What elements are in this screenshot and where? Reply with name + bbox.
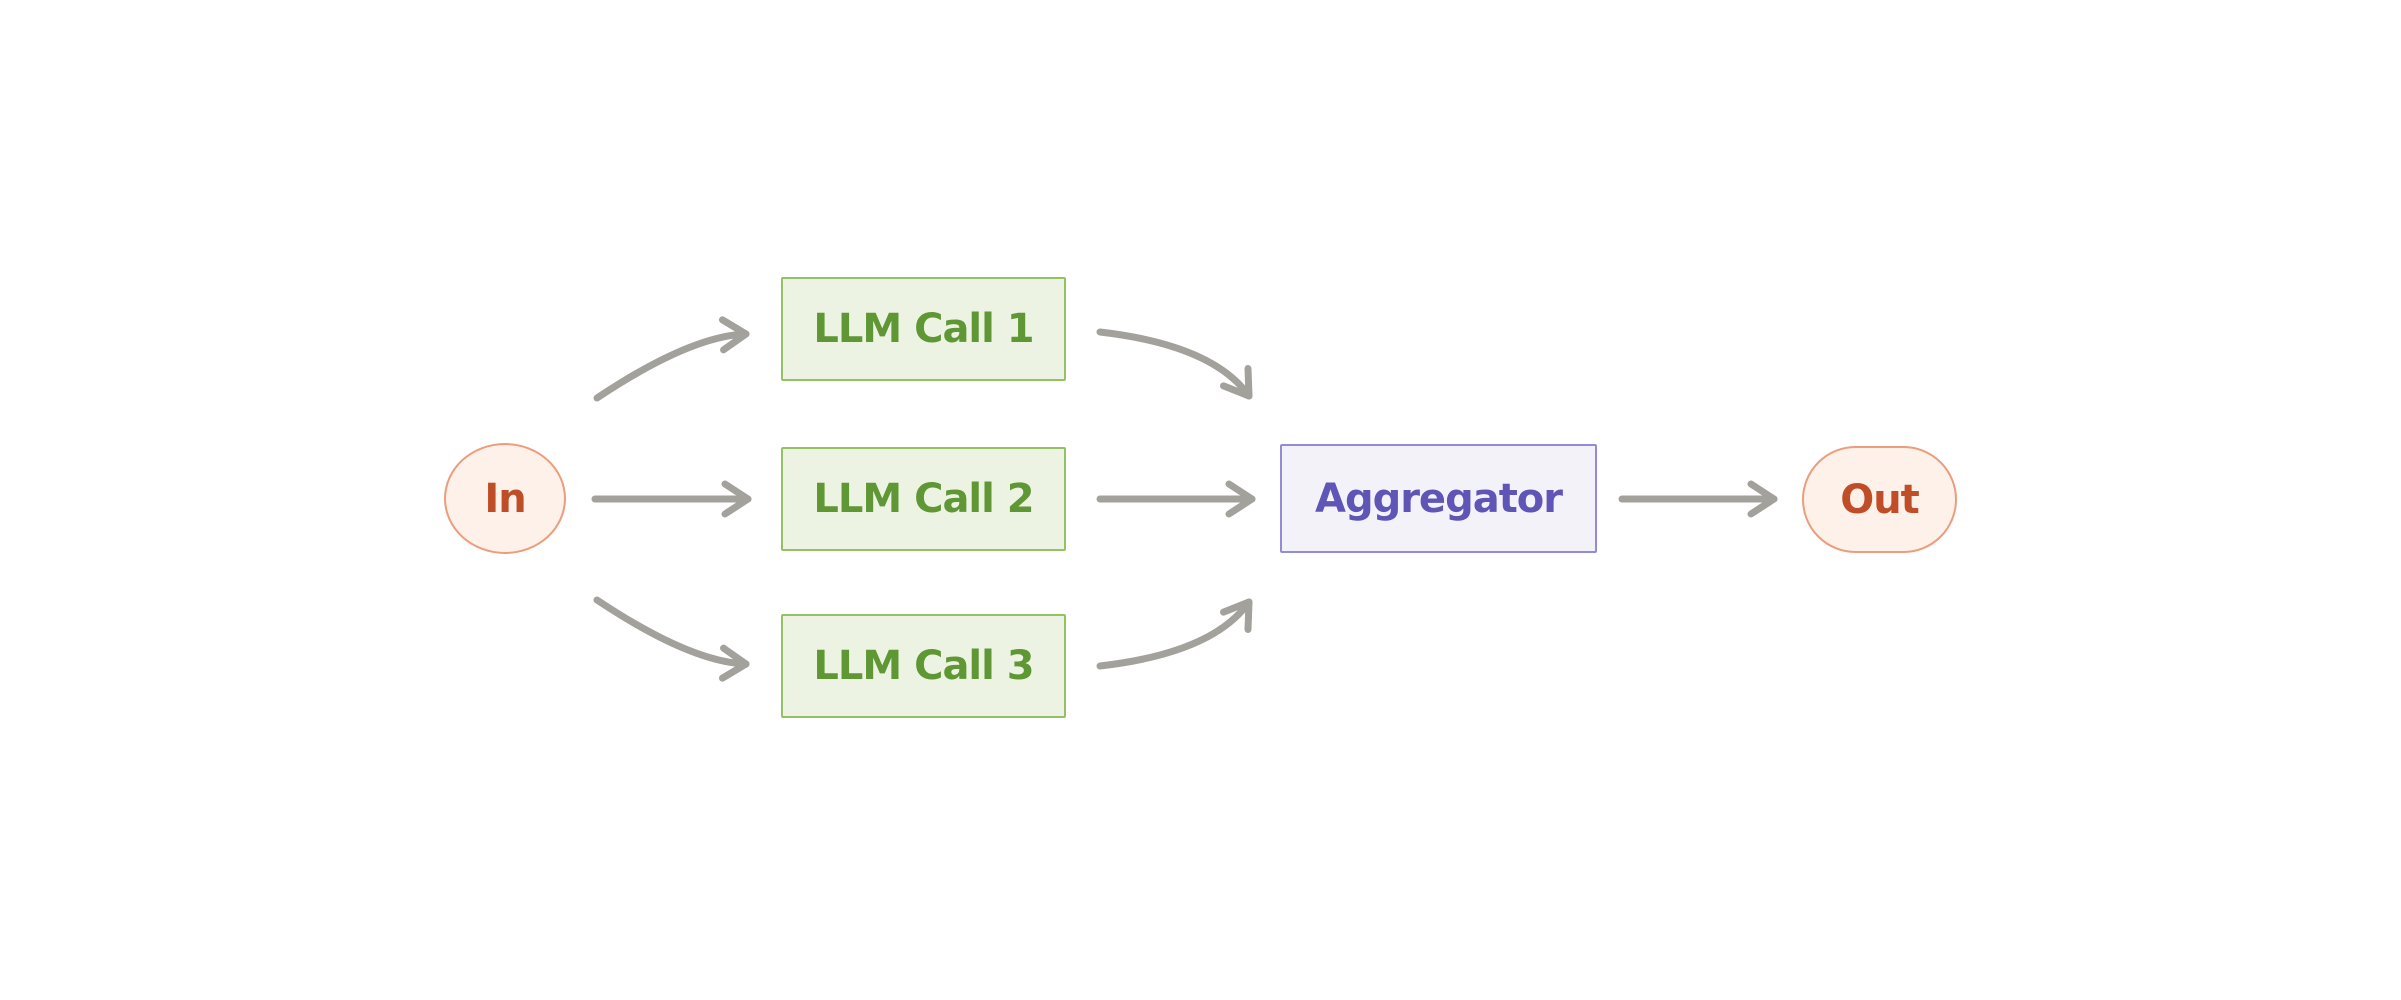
node-aggregator: Aggregator [1280,444,1597,553]
node-in-label: In [484,475,526,522]
arrow-llm-call-1-to-aggregator [1096,328,1253,400]
node-out-label: Out [1840,476,1920,523]
arrow-in-to-llm-call-3 [593,596,750,682]
node-llm-call-3-label: LLM Call 3 [813,643,1034,689]
arrow-in-to-llm-call-1 [593,316,750,402]
node-llm-call-2: LLM Call 2 [781,447,1066,551]
node-llm-call-1: LLM Call 1 [781,277,1066,381]
node-aggregator-label: Aggregator [1314,475,1563,522]
arrow-llm-call-3-to-aggregator [1096,598,1253,670]
node-llm-call-1-label: LLM Call 1 [813,306,1034,352]
node-llm-call-2-label: LLM Call 2 [813,476,1034,522]
node-llm-call-3: LLM Call 3 [781,614,1066,718]
node-in: In [444,443,566,554]
node-out: Out [1802,446,1957,553]
